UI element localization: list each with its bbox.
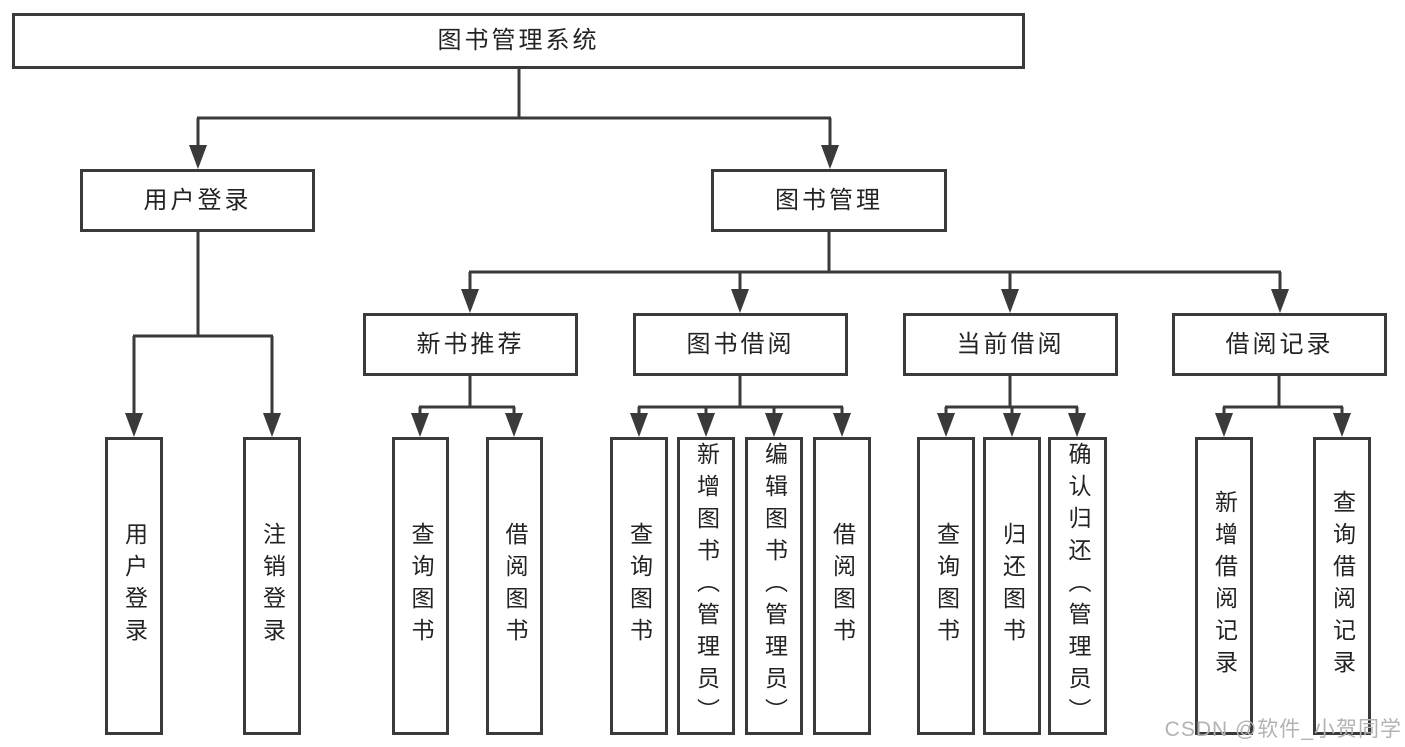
leaf-borrow-books-1: 借阅图书 — [486, 437, 543, 735]
node-label: 注销登录 — [259, 522, 286, 650]
node-label: 新书推荐 — [416, 330, 525, 358]
node-label: 确认归还（管理员） — [1065, 442, 1091, 730]
node-label: 查询借阅记录 — [1329, 490, 1356, 682]
node-label: 查询图书 — [933, 522, 960, 650]
node-book-borrowing: 图书借阅 — [633, 313, 848, 376]
leaf-query-borrow-record: 查询借阅记录 — [1313, 437, 1371, 735]
leaf-query-books-1: 查询图书 — [392, 437, 449, 735]
watermark: CSDN @软件_小贺同学 — [1164, 718, 1402, 741]
node-label: 图书管理系统 — [437, 27, 600, 54]
node-label: 查询图书 — [626, 522, 653, 650]
node-label: 用户登录 — [143, 186, 252, 214]
leaf-return-books: 归还图书 — [983, 437, 1041, 735]
leaf-add-borrow-record: 新增借阅记录 — [1195, 437, 1253, 735]
node-label: 借阅图书 — [829, 522, 856, 650]
node-label: 新增图书（管理员） — [693, 442, 720, 730]
leaf-add-books-admin: 新增图书（管理员） — [677, 437, 735, 735]
node-library-management-system: 图书管理系统 — [12, 13, 1025, 69]
leaf-user-login: 用户登录 — [105, 437, 163, 735]
leaf-edit-books-admin: 编辑图书（管理员） — [745, 437, 803, 735]
node-borrowing-records: 借阅记录 — [1172, 313, 1387, 376]
leaf-logout: 注销登录 — [243, 437, 301, 735]
leaf-query-books-3: 查询图书 — [917, 437, 975, 735]
node-label: 编辑图书（管理员） — [761, 442, 788, 730]
node-user-login-branch: 用户登录 — [80, 169, 315, 232]
node-label: 查询图书 — [408, 522, 434, 650]
node-label: 借阅图书 — [502, 522, 528, 650]
node-label: 图书借阅 — [686, 330, 795, 358]
leaf-borrow-books-2: 借阅图书 — [813, 437, 871, 735]
node-label: 当前借阅 — [956, 330, 1065, 358]
node-label: 用户登录 — [121, 522, 148, 650]
node-label: 图书管理 — [775, 186, 883, 214]
node-label: 归还图书 — [999, 522, 1026, 650]
node-book-management-branch: 图书管理 — [711, 169, 947, 232]
node-label: 借阅记录 — [1225, 330, 1334, 358]
node-current-borrowing: 当前借阅 — [903, 313, 1118, 376]
node-label: 新增借阅记录 — [1211, 490, 1238, 682]
leaf-query-books-2: 查询图书 — [610, 437, 668, 735]
leaf-confirm-return-admin: 确认归还（管理员） — [1048, 437, 1107, 735]
node-new-book-recommendation: 新书推荐 — [363, 313, 578, 376]
